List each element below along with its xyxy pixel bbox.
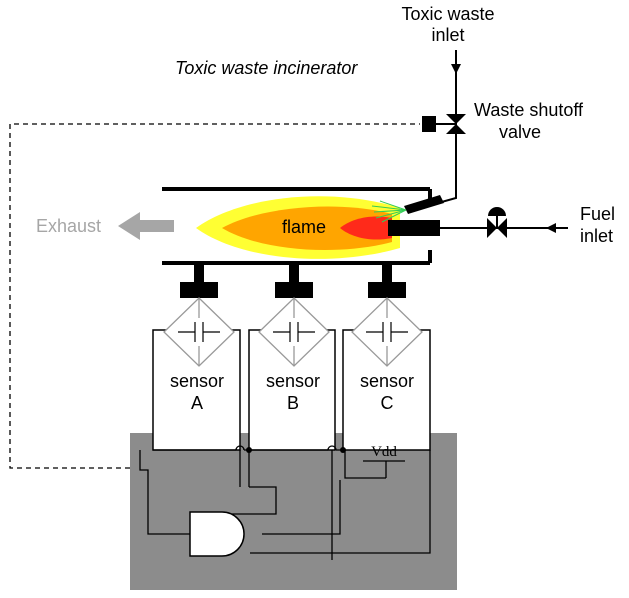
logic-wiring (139, 445, 431, 560)
fuel-valve-actuator (488, 207, 506, 216)
fuel-inlet-arrow (546, 223, 556, 233)
flame-core (340, 216, 392, 240)
junction-dot (246, 447, 252, 453)
logic-box (130, 433, 457, 590)
waste-inlet-label-2: inlet (431, 25, 464, 45)
and-gate-icon (189, 511, 245, 557)
sensor-c-word: sensor (360, 371, 414, 391)
waste-shutoff-valve-icon (446, 114, 466, 124)
flame-mid (222, 206, 392, 251)
valve-label-2: valve (499, 122, 541, 142)
sensor-a-id: A (191, 393, 203, 413)
junction-dot (340, 447, 346, 453)
exhaust-arrow-icon (118, 212, 174, 240)
waste-inlet-arrow (451, 64, 461, 74)
fuel-burner (388, 220, 440, 236)
sensor-b-id: B (287, 393, 299, 413)
sensor-c: sensor C (342, 263, 431, 451)
waste-nozzle (404, 195, 444, 214)
fuel-label-1: Fuel (580, 204, 615, 224)
sensor-c-id: C (381, 393, 394, 413)
sensor-b: sensor B (248, 263, 336, 451)
exhaust-label: Exhaust (36, 216, 101, 236)
flame-label: flame (282, 217, 326, 237)
waste-inlet-label-1: Toxic waste (401, 4, 494, 24)
sensor-a-word: sensor (170, 371, 224, 391)
sensor-a: sensor A (152, 263, 241, 451)
fuel-label-2: inlet (580, 226, 613, 246)
sensor-b-word: sensor (266, 371, 320, 391)
waste-spray (371, 200, 407, 223)
valve-actuator (422, 116, 436, 132)
vdd-label: Vdd (371, 444, 397, 460)
valve-label-1: Waste shutoff (474, 100, 584, 120)
control-signal-line (9, 123, 420, 469)
fuel-valve-icon (487, 218, 497, 238)
diagram-title: Toxic waste incinerator (175, 58, 358, 78)
